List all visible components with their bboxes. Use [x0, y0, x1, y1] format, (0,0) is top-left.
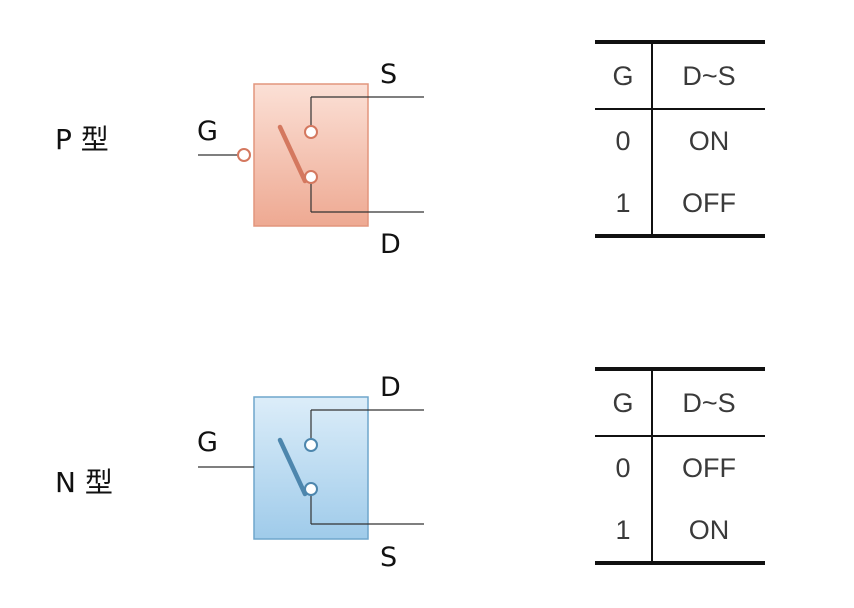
gate-value-cell: 1	[595, 172, 653, 236]
gate-value-cell: 0	[595, 436, 653, 499]
column-header-gate: G	[595, 369, 653, 437]
ds-state-cell: OFF	[682, 187, 736, 218]
n-gate-label: G	[197, 427, 218, 458]
p-switch-blade	[277, 124, 308, 184]
p-gate-inversion-bubble	[237, 148, 251, 162]
table-row: 1 ON	[595, 499, 765, 563]
column-header-gate: G	[595, 42, 653, 110]
p-type-truth-table: G D~S 0 ON 1 OFF	[595, 40, 765, 238]
table-header-row: G D~S	[595, 42, 765, 110]
p-gate-label: G	[197, 116, 218, 147]
n-type-symbol: N 型 G D S	[55, 372, 424, 573]
n-top-terminal-label: D	[380, 372, 401, 403]
ds-state-cell: OFF	[682, 452, 736, 483]
table-header-row: G D~S	[595, 369, 765, 437]
n-type-truth-table: G D~S 0 OFF 1 ON	[595, 367, 765, 565]
ds-state-cell: ON	[688, 125, 730, 156]
gate-value-cell: 0	[595, 109, 653, 172]
column-header-ds: D~S	[652, 42, 765, 110]
p-bottom-terminal-label: D	[380, 229, 401, 260]
p-top-contact	[304, 125, 318, 139]
n-bottom-terminal-label: S	[380, 542, 397, 573]
ds-state-cell: ON	[688, 514, 730, 545]
n-switch-blade	[277, 437, 308, 497]
p-type-title: P 型	[55, 123, 109, 156]
n-top-contact	[304, 438, 318, 452]
n-bottom-contact	[304, 482, 318, 496]
table-row: 0 ON	[595, 109, 765, 172]
p-type-symbol: P 型 G S D	[55, 59, 424, 260]
column-header-ds: D~S	[652, 369, 765, 437]
table-row: 1 OFF	[595, 172, 765, 236]
table-row: 0 OFF	[595, 436, 765, 499]
p-top-terminal-label: S	[380, 59, 397, 90]
p-bottom-contact	[304, 170, 318, 184]
n-type-title: N 型	[55, 466, 113, 499]
gate-value-cell: 1	[595, 499, 653, 563]
